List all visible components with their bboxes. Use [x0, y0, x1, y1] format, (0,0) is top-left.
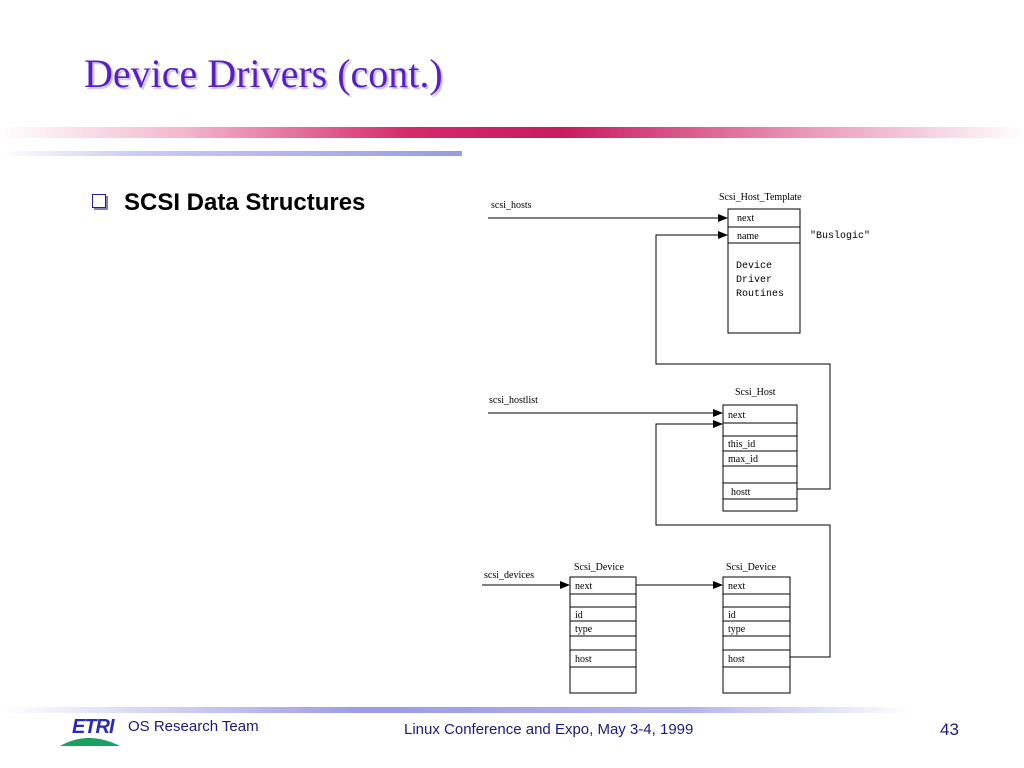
device-1-field-type: type — [575, 624, 593, 635]
template-box — [727, 208, 801, 334]
template-routine-line-1: Device — [736, 260, 772, 272]
template-name-value: "Buslogic" — [810, 230, 870, 242]
bullet-square-icon — [92, 194, 106, 208]
device-2-field-id: id — [728, 610, 736, 621]
page-number: 43 — [940, 720, 959, 739]
host-field-max-id: max_id — [728, 454, 758, 465]
host-field-this-id: this_id — [728, 439, 755, 450]
device-2-header: Scsi_Device — [726, 562, 777, 573]
etri-logo-icon — [60, 738, 120, 746]
device-1-field-next: next — [575, 581, 592, 592]
device-2-field-type: type — [728, 624, 746, 635]
host-field-hostt: hostt — [731, 487, 751, 498]
title-subdivider — [0, 151, 462, 156]
device-2-box — [722, 576, 791, 694]
device-2-field-host: host — [728, 654, 745, 665]
device-1-field-host: host — [575, 654, 592, 665]
host-header: Scsi_Host — [735, 387, 776, 398]
scsi-hostlist-label: scsi_hostlist — [489, 395, 538, 406]
scsi-data-structures-diagram: scsi_hosts Scsi_Host_Template next name … — [482, 192, 870, 694]
device-2-field-next: next — [728, 581, 745, 592]
host-link — [655, 420, 831, 658]
scsi-hosts-label: scsi_hosts — [491, 200, 532, 211]
template-routine-line-2: Driver — [736, 274, 772, 286]
page-title: Device Drivers (cont.) — [84, 51, 443, 96]
host-box — [722, 404, 798, 512]
template-field-name: name — [737, 231, 759, 242]
device-1-header: Scsi_Device — [574, 562, 625, 573]
host-field-next: next — [728, 410, 745, 421]
etri-logo-text: ETRI — [72, 716, 115, 738]
template-header: Scsi_Host_Template — [719, 192, 802, 203]
footer-conference: Linux Conference and Expo, May 3-4, 1999 — [404, 721, 694, 738]
template-routine-line-3: Routines — [736, 288, 784, 300]
footer-team: OS Research Team — [128, 718, 259, 735]
footer-divider — [0, 707, 914, 713]
device-1-box — [569, 576, 637, 694]
template-field-next: next — [737, 213, 754, 224]
device-1-field-id: id — [575, 610, 583, 621]
scsi-devices-label: scsi_devices — [484, 570, 534, 581]
bullet-text: SCSI Data Structures — [124, 189, 366, 216]
hostt-link — [655, 231, 831, 490]
title-divider — [0, 127, 1024, 138]
